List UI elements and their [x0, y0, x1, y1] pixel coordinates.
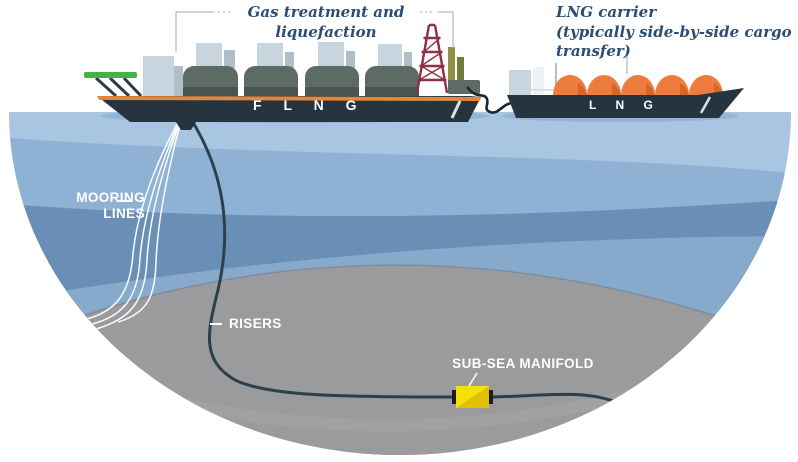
deck-module [196, 43, 222, 68]
seabed-rim-highlight [128, 379, 672, 432]
flng-tank [244, 66, 298, 96]
deck-module [318, 42, 344, 68]
mooring-lines [77, 112, 184, 331]
offloading-module [448, 80, 480, 94]
flng-deck-stripe [97, 96, 481, 101]
helideck-supports [94, 76, 143, 98]
deck-module [346, 51, 355, 68]
flng-hull [97, 96, 481, 122]
manifold-pointer [468, 372, 478, 387]
flng-tanks [183, 66, 419, 96]
carrier-superstructure [509, 70, 531, 96]
mooring-line [83, 112, 184, 327]
hull-marking [699, 96, 712, 114]
flng-superstructure [143, 42, 412, 96]
deck-module [404, 52, 412, 68]
carrier-tanks [553, 75, 723, 95]
flare-tower [415, 23, 449, 94]
annotation-lines [175, 11, 628, 74]
manifold-left-connector [452, 390, 458, 404]
hull-marking [450, 100, 462, 119]
deck-module [224, 50, 235, 68]
deck-module [285, 52, 294, 68]
helideck-pad [84, 72, 137, 78]
deck-module [378, 44, 402, 68]
mooring-line [77, 112, 184, 322]
deck-module [257, 43, 283, 68]
carrier-tank-shading [578, 83, 723, 95]
accommodation-block [143, 56, 174, 96]
carrier-tank-dome-forward [533, 67, 544, 96]
lng-carrier: L N G [507, 63, 744, 118]
gas-bracket-right [438, 11, 454, 48]
helideck [84, 72, 143, 98]
carrier-hull [507, 88, 744, 118]
underwater-section [9, 112, 791, 455]
gas-bracket-left [175, 11, 214, 52]
mooring-line [117, 112, 184, 323]
sea-label-pointers [118, 200, 478, 387]
flng-vessel: F L N G [84, 23, 481, 130]
flng-tank [183, 66, 238, 96]
flng-hull-text: F L N G [253, 97, 366, 113]
seabed-pipeline [489, 392, 619, 405]
exhaust-stack [448, 47, 455, 93]
exhaust-stack [457, 57, 464, 93]
accommodation-annex [174, 66, 183, 96]
carrier-hull-text: L N G [589, 98, 661, 112]
flng-tank [305, 66, 359, 96]
manifold-right-connector [487, 390, 493, 404]
manifold-shading [456, 386, 489, 408]
mooring-turret [176, 122, 196, 130]
mooring-line [91, 112, 184, 331]
seabed-edge [41, 264, 759, 331]
flng-tank [365, 66, 419, 96]
subsea-manifold [452, 386, 493, 408]
riser-line [185, 112, 453, 399]
